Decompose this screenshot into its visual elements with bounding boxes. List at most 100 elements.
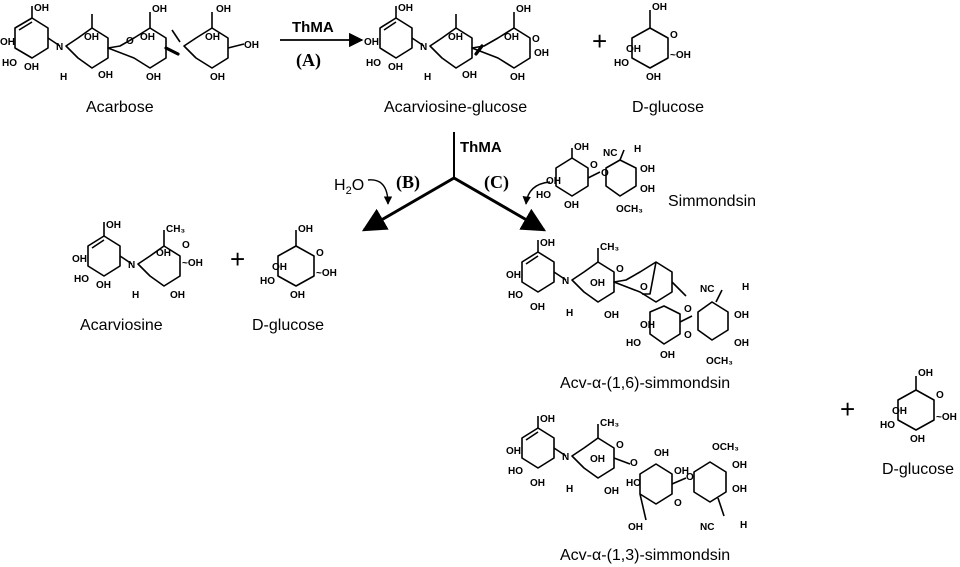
svg-text:OH: OH xyxy=(448,32,463,43)
d-glucose-left-label: D-glucose xyxy=(252,317,324,334)
svg-text:OH: OH xyxy=(462,70,477,81)
svg-text:~OH: ~OH xyxy=(316,268,337,279)
svg-text:OH: OH xyxy=(152,4,167,15)
svg-text:~OH: ~OH xyxy=(182,258,203,269)
svg-text:OH: OH xyxy=(506,270,521,281)
svg-text:H: H xyxy=(132,290,139,301)
n-atom: N xyxy=(56,42,63,53)
svg-text:O: O xyxy=(686,472,694,483)
svg-text:OH: OH xyxy=(732,460,747,471)
acarviosine-structure xyxy=(87,222,181,287)
acarviosine-glucose-label: Acarviosine-glucose xyxy=(384,99,527,116)
svg-text:HO: HO xyxy=(74,274,89,285)
svg-text:OH: OH xyxy=(106,220,121,231)
water-arrow xyxy=(367,179,393,205)
svg-text:CH₃: CH₃ xyxy=(600,242,619,253)
svg-text:OH: OH xyxy=(398,3,413,14)
svg-text:OH: OH xyxy=(640,164,655,175)
svg-text:NC: NC xyxy=(700,522,714,533)
arrow-b xyxy=(361,176,455,232)
acarbose-label: Acarbose xyxy=(86,99,154,116)
svg-text:OH: OH xyxy=(244,40,259,51)
d-glucose-right-structure xyxy=(897,376,935,431)
acv-13-label: Acv-α-(1,3)-simmondsin xyxy=(560,547,730,564)
svg-text:OH: OH xyxy=(604,310,619,321)
step-b: (B) xyxy=(396,172,420,193)
d-glucose-top-structure xyxy=(631,10,669,69)
d-glucose-top-label: D-glucose xyxy=(632,99,704,116)
svg-text:OH: OH xyxy=(674,466,689,477)
enzyme-top: ThMA xyxy=(292,19,334,36)
svg-text:HO: HO xyxy=(508,290,523,301)
svg-text:H: H xyxy=(742,282,749,293)
svg-text:OH: OH xyxy=(530,478,545,489)
svg-text:OH: OH xyxy=(590,278,605,289)
svg-text:CH₃: CH₃ xyxy=(166,224,185,235)
simmondsin-arrow xyxy=(522,181,551,205)
svg-text:OH: OH xyxy=(388,62,403,73)
svg-text:OH: OH xyxy=(660,350,675,361)
svg-text:OH: OH xyxy=(628,522,643,533)
svg-text:O: O xyxy=(532,34,540,45)
svg-text:O: O xyxy=(630,458,638,469)
svg-text:OH: OH xyxy=(546,176,561,187)
svg-text:OCH₃: OCH₃ xyxy=(616,204,643,215)
svg-text:OH: OH xyxy=(96,280,111,291)
d-glucose-right-label: D-glucose xyxy=(882,461,954,478)
svg-text:O: O xyxy=(590,160,598,171)
svg-text:O: O xyxy=(616,440,624,451)
svg-text:OH: OH xyxy=(530,302,545,313)
svg-text:OH: OH xyxy=(34,3,49,14)
svg-text:N: N xyxy=(562,452,569,463)
svg-text:HO: HO xyxy=(626,478,641,489)
svg-text:OH: OH xyxy=(516,4,531,15)
svg-text:O: O xyxy=(316,248,324,259)
svg-text:OH: OH xyxy=(216,4,231,15)
svg-text:OH: OH xyxy=(604,486,619,497)
svg-text:OH: OH xyxy=(298,224,313,235)
plus-sign-right: + xyxy=(840,394,855,424)
svg-text:O: O xyxy=(601,168,609,179)
svg-text:OH: OH xyxy=(892,406,907,417)
svg-text:HO: HO xyxy=(614,58,629,69)
svg-text:OH: OH xyxy=(540,238,555,249)
svg-text:OH: OH xyxy=(732,484,747,495)
svg-text:OH: OH xyxy=(140,32,155,43)
svg-text:HO: HO xyxy=(2,58,17,69)
svg-text:HO: HO xyxy=(626,338,641,349)
svg-text:OH: OH xyxy=(654,448,669,459)
svg-text:HO: HO xyxy=(260,276,275,287)
svg-text:H: H xyxy=(566,308,573,319)
acarbose-structure xyxy=(14,6,245,69)
water-label: H2O xyxy=(334,177,364,197)
svg-text:OH: OH xyxy=(170,290,185,301)
acarviosine-label: Acarviosine xyxy=(80,317,163,334)
svg-text:OH: OH xyxy=(626,44,641,55)
svg-text:OH: OH xyxy=(652,2,667,13)
svg-text:OH: OH xyxy=(72,254,87,265)
svg-text:OH: OH xyxy=(640,320,655,331)
svg-text:OH: OH xyxy=(0,37,15,48)
plus-sign: + xyxy=(592,26,607,56)
svg-text:OH: OH xyxy=(510,72,525,83)
svg-text:OH: OH xyxy=(272,262,287,273)
svg-text:N: N xyxy=(128,260,135,271)
svg-text:OH: OH xyxy=(734,338,749,349)
svg-text:OH: OH xyxy=(146,72,161,83)
svg-text:O: O xyxy=(670,30,678,41)
svg-text:H: H xyxy=(634,144,641,155)
svg-text:OH: OH xyxy=(590,454,605,465)
arrow-c xyxy=(453,176,547,232)
svg-text:OCH₃: OCH₃ xyxy=(712,442,739,453)
svg-text:OH: OH xyxy=(734,310,749,321)
svg-text:O: O xyxy=(640,282,648,293)
svg-text:OH: OH xyxy=(540,414,555,425)
svg-text:O: O xyxy=(684,304,692,315)
enzyme-middle: ThMA xyxy=(460,139,502,156)
step-a: (A) xyxy=(296,50,321,71)
svg-text:OH: OH xyxy=(564,200,579,211)
svg-text:O: O xyxy=(674,498,682,509)
svg-text:OH: OH xyxy=(364,37,379,48)
svg-text:HO: HO xyxy=(366,58,381,69)
